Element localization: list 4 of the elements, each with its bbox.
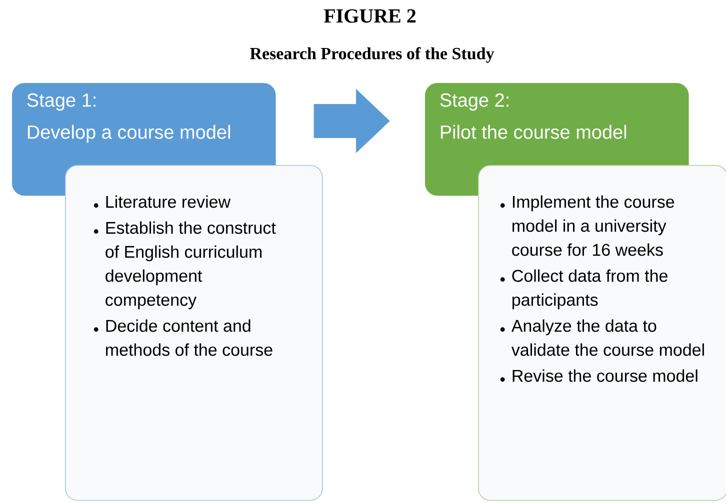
figure-subtitle: Research Procedures of the Study (250, 47, 494, 63)
bullet-list-box: Literature review Establish the construct of English curriculum development competency Decide content and methods of the course (65, 165, 323, 501)
figure-title: FIGURE 2 (324, 9, 416, 23)
bullet-list-box: Implement the course model in a university course for 16 weeks Collect data from the participants Analyze the data to validate the course model Revise the course model (478, 165, 726, 501)
